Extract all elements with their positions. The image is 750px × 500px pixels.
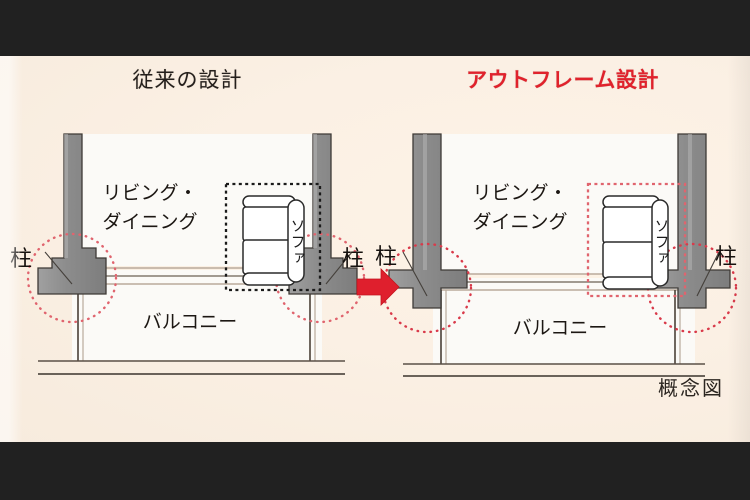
drawing-conventional: ソファ リビング・ ダイニング バルコニー 柱 柱 <box>10 133 366 375</box>
leader-line-right-outframe <box>696 251 720 297</box>
panel-conventional: 従来の設計 <box>0 56 375 442</box>
sofa-label-conventional: ソファ <box>289 218 306 266</box>
panel-title-conventional: 従来の設計 <box>132 69 243 92</box>
sofa-outframe <box>602 195 669 290</box>
balcony-label-conventional: バルコニー <box>143 312 238 333</box>
letterbox-top <box>0 0 750 56</box>
balcony-floor-outframe <box>433 278 695 364</box>
sofa-conventional <box>242 195 305 286</box>
leader-line-left-outframe <box>402 251 428 297</box>
column-label-right-conventional: 柱 <box>342 246 364 271</box>
room-label-line2-outframe: ダイニング <box>472 211 567 233</box>
column-label-left-conventional: 柱 <box>10 246 32 271</box>
right-arrow-icon <box>356 268 400 306</box>
diagram-paper: 従来の設計 <box>0 56 750 442</box>
column-left-outframe <box>388 133 468 309</box>
panel-title-outframe: アウトフレーム設計 <box>466 69 659 92</box>
panel-outframe: アウトフレーム設計 <box>375 56 750 442</box>
sofa-zone-box-outframe <box>586 182 687 298</box>
room-label-line2-conventional: ダイニング <box>102 211 197 233</box>
drawing-outframe: ソファ リビング・ ダイニング バルコニー 柱 柱 <box>375 133 738 377</box>
leader-line-left-conventional <box>44 251 73 285</box>
balcony-label-outframe: バルコニー <box>513 318 608 339</box>
letterbox-bottom <box>0 442 750 500</box>
column-label-left-outframe: 柱 <box>375 244 397 269</box>
room-label-line1-outframe: リビング・ <box>472 182 567 204</box>
sofa-label-outframe: ソファ <box>653 218 670 266</box>
figure-caption: 概念図 <box>658 378 724 400</box>
room-label-line1-conventional: リビング・ <box>102 182 197 204</box>
sofa-zone-box-conventional <box>224 182 322 292</box>
column-label-right-outframe: 柱 <box>715 244 737 269</box>
leader-line-right-conventional <box>325 251 353 285</box>
highlight-circle-left-conventional <box>26 232 118 324</box>
